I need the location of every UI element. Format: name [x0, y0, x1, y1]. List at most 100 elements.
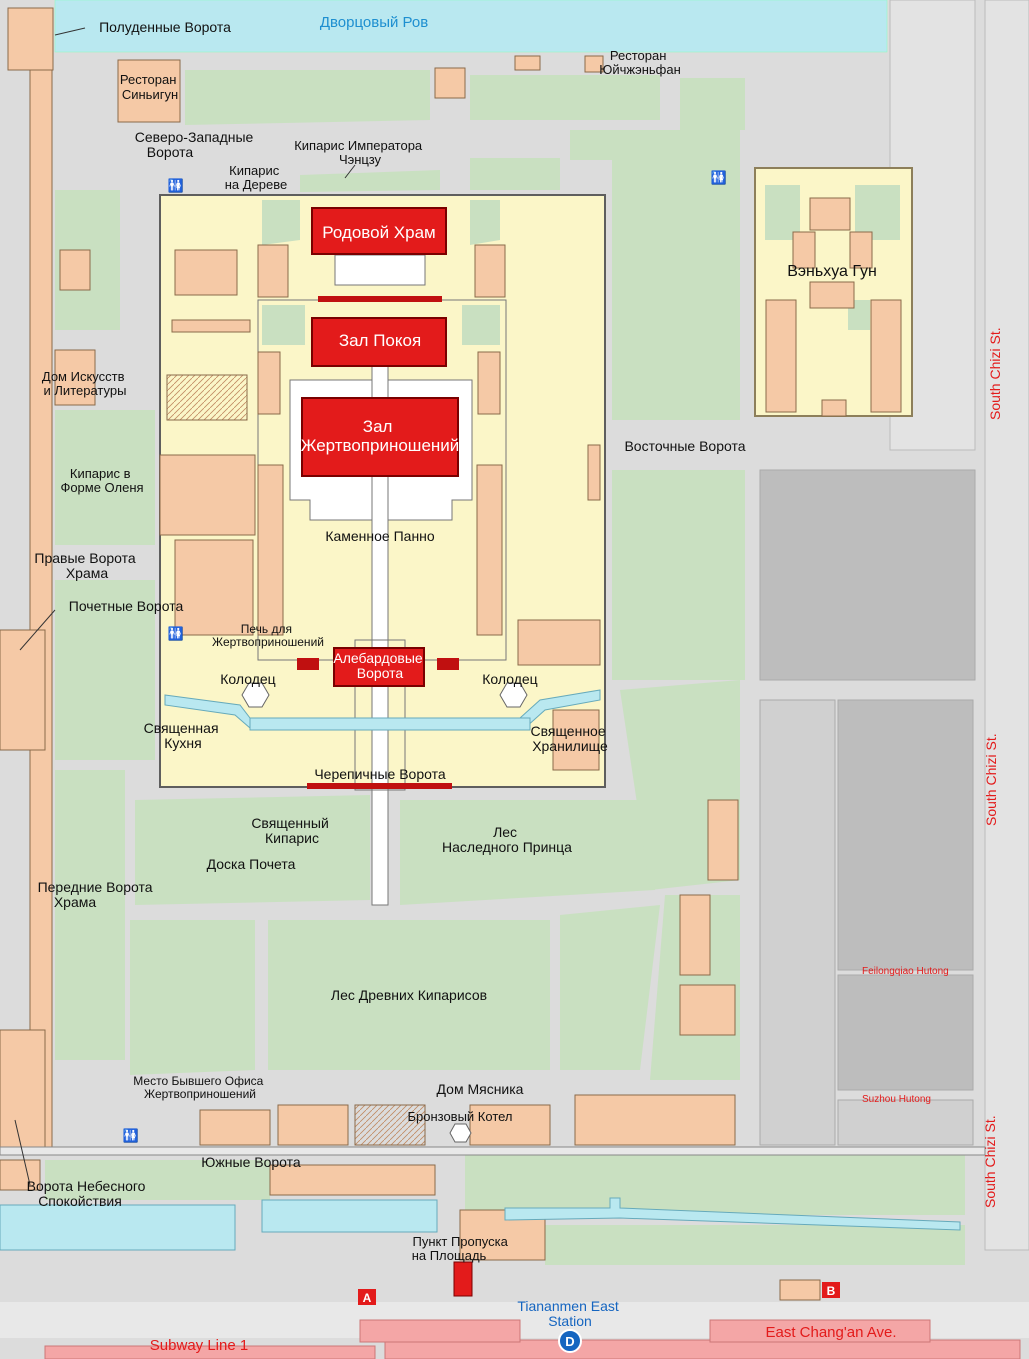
building [257, 244, 289, 298]
building [257, 351, 281, 415]
inner-river [249, 717, 531, 731]
label-wenhua-gong: Вэньхуа Гун [787, 263, 877, 280]
label-metro-station: Tiananmen East Station [517, 1298, 622, 1329]
label-sacred-cypress: Священный Кипарис [251, 815, 332, 846]
green-area [612, 160, 740, 420]
green-area [855, 185, 900, 240]
restroom-icon[interactable]: 🚻 [168, 626, 184, 641]
label-cypress-on-tree: Кипарис на Дереве [225, 163, 288, 192]
building [517, 619, 601, 666]
label-south-gate: Южные Ворота [201, 1154, 301, 1170]
green-area [400, 800, 655, 905]
building [552, 709, 600, 771]
green-area [765, 185, 800, 240]
building [765, 299, 797, 413]
building [0, 1029, 46, 1151]
city-block [837, 699, 974, 971]
label-board-of-honor: Доска Почета [207, 856, 296, 872]
green-area [470, 75, 660, 120]
palace-moat [54, 0, 888, 53]
hall-of-rest [311, 317, 447, 367]
label-ancestral-temple: Родовой Храм [322, 223, 436, 242]
well-right [499, 682, 528, 708]
street-south-chizi-3: South Chizi St. [982, 1115, 998, 1208]
green-area [45, 1160, 270, 1200]
label-cypress-chengzu: Кипарис Императора Чэнцзу [294, 138, 426, 167]
outer-moat [0, 1204, 236, 1251]
label-east-gate: Восточные Ворота [624, 438, 745, 454]
street-south-chizi-1: South Chizi St. [987, 327, 1003, 420]
central-path [354, 639, 406, 791]
building [7, 7, 54, 71]
label-butcher-house: Дом Мясника [437, 1081, 524, 1097]
building [434, 67, 466, 99]
city-block [837, 1099, 974, 1146]
green-area [545, 1225, 965, 1265]
building [809, 281, 855, 309]
label-square-checkpoint: Пункт Пропуска на Площадь [412, 1234, 512, 1263]
station-exit-b-building [779, 1279, 821, 1301]
building [792, 231, 816, 269]
building [587, 444, 601, 501]
building [849, 231, 873, 269]
restroom-icon[interactable]: 🚻 [123, 1128, 139, 1143]
green-area [268, 920, 550, 1070]
metro-station-icon[interactable] [558, 1329, 582, 1353]
building [166, 374, 248, 421]
building [474, 244, 506, 298]
building [199, 1109, 271, 1146]
building [54, 349, 96, 406]
gate-marker [307, 783, 452, 789]
building [514, 55, 541, 71]
building [469, 1104, 551, 1146]
building [679, 894, 711, 976]
label-right-temple-gate: Правые Ворота Храма [34, 550, 139, 581]
restroom-icon[interactable]: 🚻 [711, 170, 727, 185]
label-stone-panel: Каменное Панно [325, 528, 435, 544]
green-area [570, 130, 740, 160]
building [476, 464, 503, 636]
moat-label: Дворцовый Ров [320, 14, 428, 31]
label-northwest-gate: Северо-Западные Ворота [135, 129, 257, 160]
restroom-icon[interactable]: 🚻 [168, 178, 184, 193]
building [574, 1094, 736, 1146]
city-block [837, 974, 974, 1091]
station-hall [359, 1319, 521, 1343]
label-tile-gate: Черепичные Ворота [314, 766, 445, 782]
exit-b-badge[interactable] [822, 1282, 840, 1298]
label-sacred-kitchen: Священная Кухня [144, 720, 223, 751]
label-house-of-arts: Дом Искусств и Литературы [42, 369, 128, 398]
green-area [55, 770, 125, 1060]
building [159, 454, 256, 536]
label-restaurant-xinyigun: Ресторан Синьигун [120, 72, 180, 102]
ancestral-temple-hall [311, 207, 447, 255]
exit-a-label: A [363, 1291, 372, 1305]
building [117, 59, 181, 123]
metro-icon-letter: D [565, 1334, 574, 1349]
leader-line [19, 609, 56, 651]
building [174, 539, 254, 636]
street-suzhou: Suzhou Hutong [862, 1094, 931, 1105]
building [257, 464, 284, 636]
building [584, 55, 604, 73]
leader-line [54, 27, 86, 36]
building [29, 69, 53, 1151]
exit-b-label: B [827, 1284, 836, 1298]
green-area [470, 158, 560, 190]
building [354, 1104, 426, 1146]
city-block [984, 0, 1029, 1251]
building [334, 254, 426, 286]
south-canal [504, 1197, 961, 1231]
street-south-chizi-2: South Chizi St. [983, 733, 999, 826]
green-area [130, 920, 255, 1075]
gate-marker [297, 658, 319, 670]
exit-a-badge[interactable] [358, 1289, 376, 1305]
leader-line [14, 1119, 31, 1186]
label-hall-of-sacrifices: Зал Жертвоприношений [301, 417, 460, 455]
gate-marker [437, 658, 459, 670]
building [870, 299, 902, 413]
green-area [560, 905, 660, 1070]
building [0, 629, 46, 751]
green-area [300, 170, 440, 192]
